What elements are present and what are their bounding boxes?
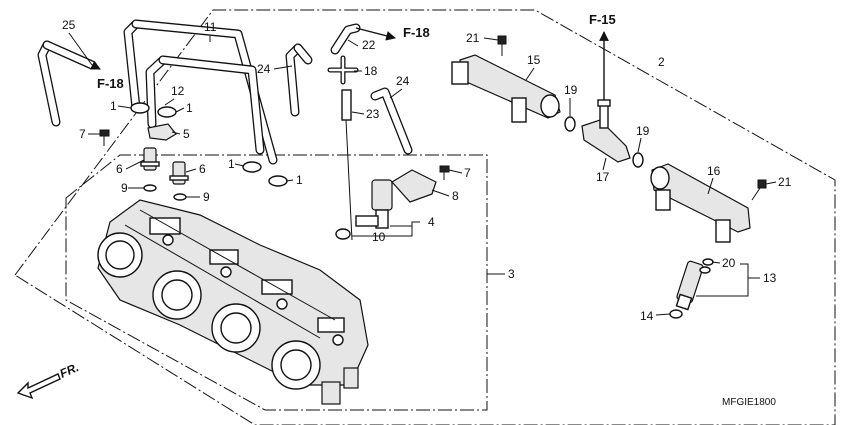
callout-c19a: 19 — [564, 83, 578, 97]
hose-24-right — [370, 87, 413, 155]
screw-21-right — [751, 179, 767, 201]
o-ring-19-left — [564, 116, 576, 132]
callout-c10: 10 — [372, 230, 386, 244]
joint-6-right — [169, 161, 189, 185]
o-ring-9-left — [143, 184, 157, 192]
callout-c23: 23 — [366, 107, 380, 121]
reference-labels: F-18F-18F-15 — [97, 12, 616, 91]
callout-c17: 17 — [596, 170, 610, 184]
fuel-pipe-15 — [451, 54, 561, 123]
callout-c9a: 9 — [121, 181, 128, 195]
callout-c24b: 24 — [396, 74, 410, 88]
callout-c4: 4 — [428, 215, 435, 229]
o-ring-10 — [335, 228, 351, 240]
joint-17 — [581, 99, 631, 163]
arrow-f18-left — [89, 60, 101, 70]
callout-c3: 3 — [508, 267, 515, 281]
hose-11 — [123, 19, 278, 165]
callout-c24a: 24 — [257, 62, 271, 76]
ref-f18-left: F-18 — [97, 76, 124, 91]
callout-c9b: 9 — [203, 190, 210, 204]
front-arrow-icon — [16, 373, 61, 400]
bracket-5 — [147, 123, 177, 141]
callout-c1d: 1 — [296, 173, 303, 187]
leader-lines — [68, 32, 777, 316]
callout-c15: 15 — [527, 53, 541, 67]
callout-c7b: 7 — [464, 166, 471, 180]
injector-13 — [675, 260, 704, 311]
throttle-position-sensor-4 — [355, 179, 393, 229]
o-ring-20-top — [702, 258, 714, 266]
ref-f18-top: F-18 — [403, 25, 430, 40]
ref-f15: F-15 — [589, 12, 616, 27]
hose-22 — [330, 23, 361, 55]
callout-c21a: 21 — [466, 31, 480, 45]
callout-c8: 8 — [452, 189, 459, 203]
clip-1-c — [242, 161, 262, 173]
callout-c13: 13 — [763, 271, 777, 285]
seal-ring-14 — [669, 309, 683, 319]
callout-c14: 14 — [640, 309, 654, 323]
plate-8 — [391, 169, 437, 203]
hose-25 — [37, 40, 97, 127]
callout-c20: 20 — [722, 256, 736, 270]
callout-c5: 5 — [183, 127, 190, 141]
callout-c22: 22 — [362, 38, 376, 52]
arrow-f18-top — [355, 27, 396, 41]
o-ring-20-bottom — [699, 266, 711, 274]
screw-21-top — [497, 35, 507, 56]
callout-c25: 25 — [62, 18, 76, 32]
hose-24-left — [285, 43, 313, 117]
clip-1-b — [157, 106, 177, 118]
throttle-body-box-3 — [65, 154, 488, 411]
callout-c7a: 7 — [79, 127, 86, 141]
callout-c21b: 21 — [778, 175, 792, 189]
o-ring-19-right — [632, 152, 644, 168]
callout-c6a: 6 — [116, 162, 123, 176]
callout-c18: 18 — [364, 64, 378, 78]
throttle-body-3 — [97, 199, 369, 405]
fuel-pipe-16 — [650, 163, 751, 243]
hose-12 — [145, 55, 265, 155]
callout-c6b: 6 — [199, 162, 206, 176]
callout-c11: 11 — [204, 20, 217, 34]
hose-23 — [341, 89, 353, 241]
o-ring-9-right — [173, 193, 187, 201]
callout-c1a: 1 — [110, 99, 117, 113]
callout-c16: 16 — [707, 164, 721, 178]
callout-c1b: 1 — [186, 101, 193, 115]
front-label: FR. — [58, 360, 81, 381]
assembly-frame-2 — [14, 9, 836, 425]
callout-c2: 2 — [658, 55, 665, 69]
diagram-code: MFGIE1800 — [722, 397, 776, 408]
callout-c19b: 19 — [636, 124, 650, 138]
joint-6-left — [140, 147, 160, 171]
screw-7-right — [439, 165, 450, 180]
callout-c1c: 1 — [228, 157, 235, 171]
callout-c12: 12 — [171, 84, 185, 98]
screw-7-left — [99, 129, 110, 146]
clip-1-d — [268, 175, 288, 187]
clip-1-a — [130, 102, 150, 114]
cross-joint-18 — [327, 55, 359, 85]
